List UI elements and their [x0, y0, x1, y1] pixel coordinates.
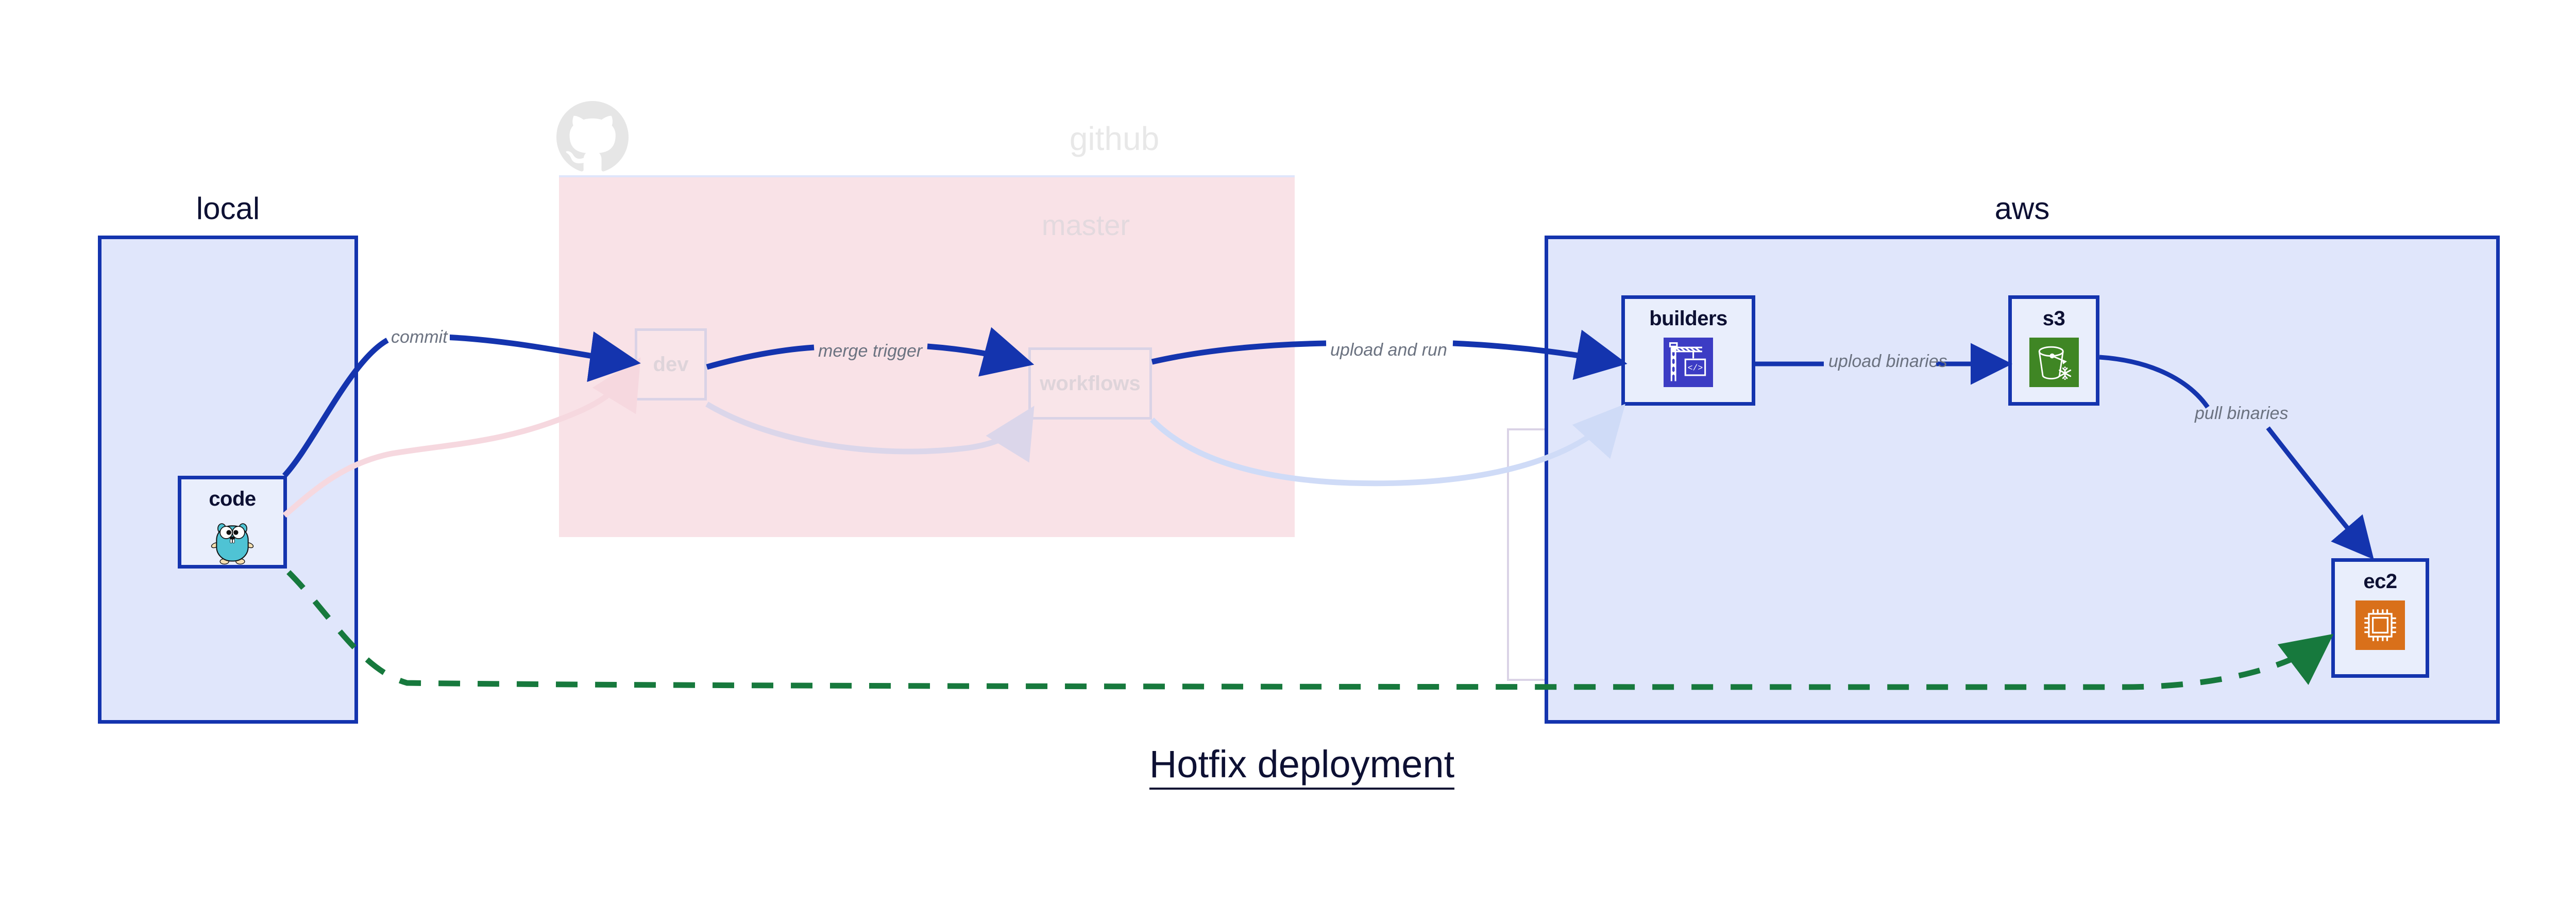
edge-label-commit: commit: [389, 327, 450, 347]
edge-label-merge-trigger: merge trigger: [818, 341, 923, 361]
node-dev[interactable]: dev: [635, 328, 707, 400]
node-label-ec2: ec2: [2363, 570, 2397, 593]
node-label-workflows: workflows: [1040, 372, 1141, 395]
edge-label-upload-binaries: upload binaries: [1828, 352, 1947, 371]
group-label-master: master: [1041, 209, 1130, 241]
group-label-aws: aws: [1994, 191, 2050, 226]
node-code[interactable]: code: [178, 476, 287, 569]
edge-label-pull-binaries: pull binaries: [2195, 404, 2289, 423]
node-workflows[interactable]: workflows: [1028, 347, 1152, 420]
go-gopher-icon: [210, 518, 255, 568]
aws-ec2-icon: [2355, 600, 2405, 653]
github-octocat-icon: [556, 101, 629, 173]
node-s3[interactable]: s3: [2008, 295, 2099, 406]
node-label-dev: dev: [653, 353, 689, 376]
svg-text:</>: </>: [1688, 363, 1703, 373]
node-ec2[interactable]: ec2: [2331, 558, 2429, 678]
node-label-code: code: [209, 488, 256, 510]
node-label-builders: builders: [1649, 307, 1727, 330]
node-builders[interactable]: builders </>: [1621, 295, 1755, 406]
diagram-title-text: Hotfix deployment: [1149, 743, 1455, 790]
diagram-title: Hotfix deployment: [0, 742, 2576, 790]
node-label-s3: s3: [2042, 307, 2065, 330]
aws-codebuild-icon: </>: [1664, 338, 1713, 390]
aws-s3-glacier-icon: [2029, 338, 2079, 390]
group-label-github: github: [1069, 120, 1160, 157]
group-label-local: local: [196, 191, 260, 226]
edge-label-upload-and-run: upload and run: [1328, 340, 1449, 360]
